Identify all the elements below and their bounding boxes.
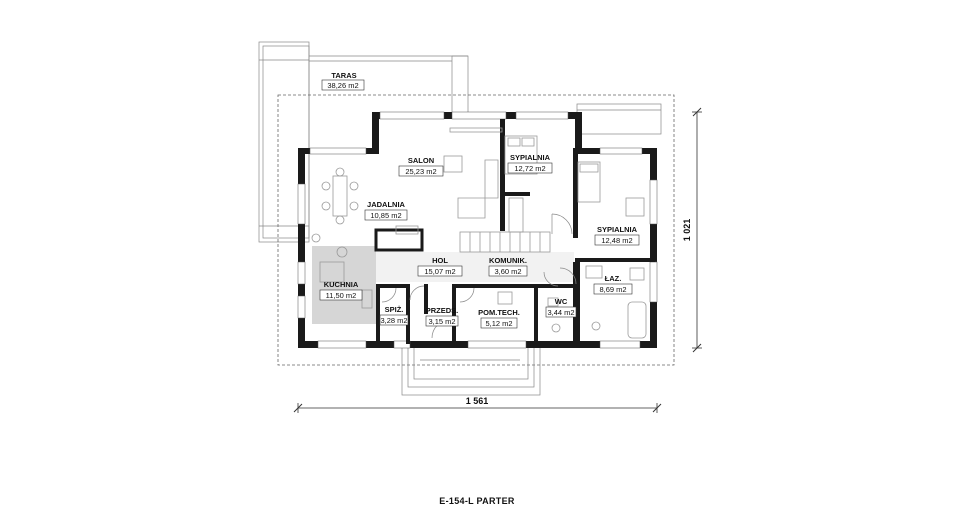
svg-text:ŁAZ.: ŁAZ. — [605, 274, 622, 283]
svg-text:WC: WC — [555, 297, 568, 306]
svg-text:KOMUNIK.: KOMUNIK. — [489, 256, 527, 265]
svg-text:KUCHNIA: KUCHNIA — [324, 280, 359, 289]
svg-text:POM.TECH.: POM.TECH. — [478, 308, 520, 317]
bathtub — [627, 301, 647, 339]
svg-text:TARAS: TARAS — [331, 71, 356, 80]
kitchen-floor — [312, 246, 376, 324]
room-wc: WC 3,44 m2 — [545, 297, 577, 318]
svg-text:PRZEDS.: PRZEDS. — [426, 306, 459, 315]
furniture — [311, 127, 647, 339]
room-taras: TARAS 38,26 m2 — [321, 71, 365, 91]
width-dimension: 1 561 — [293, 396, 662, 413]
entrance-steps — [401, 342, 541, 396]
svg-text:10,85 m2: 10,85 m2 — [370, 211, 401, 220]
depth-dimension: 1 021 — [682, 107, 702, 353]
plan-caption: E-154-L PARTER — [439, 496, 515, 506]
room-lazienka: ŁAZ. 8,69 m2 — [593, 274, 633, 295]
svg-text:25,23 m2: 25,23 m2 — [405, 167, 436, 176]
room-komunik: KOMUNIK. 3,60 m2 — [488, 256, 528, 277]
svg-text:3,60 m2: 3,60 m2 — [494, 267, 521, 276]
depth-label: 1 021 — [682, 219, 692, 242]
hall-floor — [376, 252, 574, 282]
stairs — [459, 231, 551, 253]
svg-text:11,50 m2: 11,50 m2 — [326, 291, 357, 300]
room-labels: TARAS 38,26 m2 SALON 25,23 m2 JADALNIA 1… — [319, 71, 640, 329]
room-salon: SALON 25,23 m2 — [398, 156, 444, 177]
room-sypialnia-2: SYPIALNIA 12,48 m2 — [594, 225, 640, 246]
windows — [297, 111, 658, 349]
bed-1 — [504, 135, 538, 175]
svg-text:8,69 m2: 8,69 m2 — [599, 285, 626, 294]
room-jadalnia: JADALNIA 10,85 m2 — [364, 200, 408, 221]
room-przedsionek: PRZEDS. 3,15 m2 — [425, 306, 459, 327]
svg-text:12,72 m2: 12,72 m2 — [514, 164, 545, 173]
svg-text:SPIŻ.: SPIŻ. — [385, 305, 404, 314]
svg-text:5,12 m2: 5,12 m2 — [485, 319, 512, 328]
svg-text:SYPIALNIA: SYPIALNIA — [510, 153, 551, 162]
room-hol: HOL 15,07 m2 — [417, 256, 463, 277]
terrace-outline — [258, 41, 662, 243]
svg-text:SALON: SALON — [408, 156, 434, 165]
room-spizarnia: SPIŻ. 3,28 m2 — [379, 305, 409, 326]
width-label: 1 561 — [466, 396, 489, 406]
svg-text:3,44 m2: 3,44 m2 — [547, 308, 574, 317]
svg-text:SYPIALNIA: SYPIALNIA — [597, 225, 638, 234]
svg-text:HOL: HOL — [432, 256, 448, 265]
interior-walls — [374, 119, 655, 346]
svg-text:3,28 m2: 3,28 m2 — [380, 316, 407, 325]
bed-2 — [577, 161, 601, 203]
svg-text:38,26 m2: 38,26 m2 — [327, 81, 358, 90]
svg-text:3,15 m2: 3,15 m2 — [428, 317, 455, 326]
sofa — [457, 159, 499, 219]
svg-text:JADALNIA: JADALNIA — [367, 200, 406, 209]
dining-table — [332, 175, 348, 217]
room-kuchnia: KUCHNIA 11,50 m2 — [319, 280, 363, 301]
roof-outline — [277, 94, 675, 366]
svg-text:15,07 m2: 15,07 m2 — [424, 267, 455, 276]
room-sypialnia-1: SYPIALNIA 12,72 m2 — [507, 153, 553, 174]
svg-text:12,48 m2: 12,48 m2 — [601, 236, 632, 245]
room-pomtech: POM.TECH. 5,12 m2 — [478, 308, 520, 329]
